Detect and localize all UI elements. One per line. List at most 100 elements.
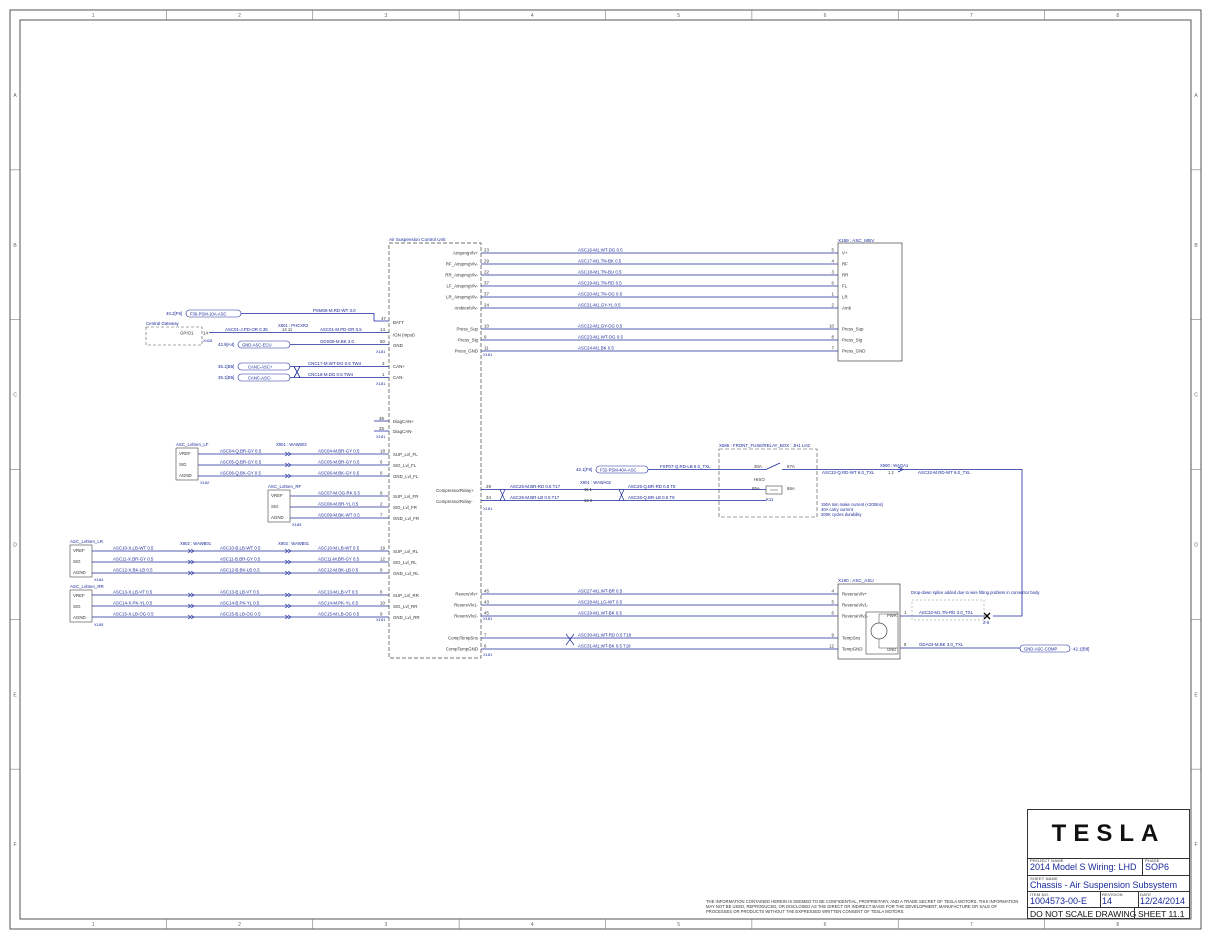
remote-pin-label: LR [842, 295, 848, 300]
can-tag1-text: CANC-ASC+ [248, 365, 273, 370]
level-sensor-conn: X182 [200, 480, 210, 485]
can-wire1: CNC17-M.WT-DG 0.5 TW4 [308, 361, 362, 366]
wire-label: ASC11-M.BR-GY 0.5 [318, 557, 360, 562]
wire-label: ASC23-M1.WT-OG 0.5 [578, 335, 623, 340]
wire-label: ASC15-M.LB-OG 0.5 [318, 612, 360, 617]
ecu-pin-label: GND_Lvl_FL [393, 474, 419, 479]
ecu-pin-label: GND_Lvl_RR [393, 615, 420, 620]
remote-pin-number: 10 [829, 324, 834, 329]
column-label: 6 [824, 13, 827, 19]
svg-text:1 2: 1 2 [888, 470, 894, 475]
relay-coil-icon [765, 485, 783, 495]
gnd-label: GND [393, 343, 403, 348]
batt-ref: 40.2[F6] [166, 311, 182, 316]
x901-lf-conn: X901 : WAW602 [276, 442, 307, 447]
row-label: C [13, 393, 17, 399]
can-ref1: 35.1[B5] [218, 364, 234, 369]
column-label: 2 [238, 922, 241, 928]
remote-pin-number: 6 [832, 281, 835, 286]
ecu-pin-number: 2 [380, 502, 383, 507]
gnd-wire: GDS09-M.BK 3.0 [320, 339, 354, 344]
svg-text:X181: X181 [376, 434, 386, 439]
level-sensor-pin: SIG [179, 462, 187, 467]
ecu-pin-number: 9 [380, 491, 383, 496]
row-label: E [1194, 692, 1198, 698]
remote-pin-label: Press_GND [842, 349, 865, 354]
do-not-scale: DO NOT SCALE DRAWING [1030, 909, 1137, 919]
twisted-pair-icon [565, 633, 575, 646]
ecu-pin-number: 7 [484, 633, 487, 638]
ecu-pin-number: 19 [380, 546, 385, 551]
level-sensor-name: ASC_LvlSen_RR [70, 584, 104, 589]
diag-label2: DiagCAN- [393, 429, 413, 434]
can-section: 35.1[B5] CANC-ASC+ 35.1[B5] CANC-ASC- CN… [218, 361, 405, 386]
batt-tag-text: F36-PSM-10A-ASC [190, 312, 227, 317]
inline-connector-icon [187, 548, 195, 554]
wire-label: ASC10-X.LB-WT 0.5 [113, 546, 154, 551]
ecu-pin-number: 10 [484, 324, 489, 329]
column-label: 6 [824, 922, 827, 928]
level-sensor-pin: AGND [73, 570, 86, 575]
level-sensor-conn: X183 [292, 522, 302, 527]
remote-pin-label: RF [842, 262, 848, 267]
relay-name: K11 [766, 497, 774, 502]
wire-label: ASC21-M1.GY-YL 0.5 [578, 303, 621, 308]
diag-section: 36 25 DiagCAN+ DiagCAN- X181 [374, 416, 414, 439]
remote-pin-label: ReverseVlv2- [842, 614, 869, 619]
inline-connector-icon [897, 466, 904, 473]
svg-text:1: 1 [382, 372, 385, 377]
wire-label: ASC13-M.LB-VT 0.5 [318, 590, 358, 595]
ecu-pin-label: GND_Lvl_FR [393, 516, 419, 521]
svg-text:30A: 30A [754, 464, 762, 469]
inline-connector-icon [284, 548, 292, 554]
column-label: 1 [92, 922, 95, 928]
batt-label: BATT [393, 320, 404, 325]
ecu-pin-number: 45 [484, 611, 489, 616]
svg-text:85A: 85A [752, 486, 760, 491]
confidentiality-notice: THE INFORMATION CONTAINED HEREIN IS DEEM… [706, 899, 1019, 914]
wire-label: ASC07-M.OG-RK 0.5 [318, 491, 361, 496]
ecu-pin-label: SUP_Lvl_RL [393, 549, 419, 554]
ecu-pin-label: SUP_Lvl_FL [393, 452, 418, 457]
inline-connector-icon [187, 559, 195, 565]
project-name: 2014 Model S Wiring: LHD [1030, 862, 1137, 872]
remote-pin-label: FL [842, 284, 848, 289]
svg-text:34: 34 [486, 495, 491, 500]
wire-label: ASC14-X.PK-YL 0.5 [113, 601, 153, 606]
wire-label: ASC14-B.PK-YL 0.5 [220, 601, 260, 606]
column-label: 3 [385, 13, 388, 19]
ecu-pin-number: 29 [484, 259, 489, 264]
wake-wire2: ASC01-M.PD-OR 0.5 [320, 327, 362, 332]
level-sensor-conn: X185 [94, 622, 104, 627]
level-sensor-box [69, 544, 93, 578]
inline-connector-icon [284, 592, 292, 598]
wire-label: ASC05-Q.BR-GY 0.5 [220, 460, 262, 465]
batt-pin: 47 [381, 316, 386, 321]
control-unit-title: Air Suspension Control Unit [389, 237, 446, 242]
level-sensor-pin: VREF [73, 548, 85, 553]
remote-pin-number: 5 [832, 600, 835, 605]
splice-icon [983, 612, 991, 620]
cr-label2: CompressorRelay- [436, 499, 473, 504]
level-sensor-pin: AGND [271, 515, 284, 520]
svg-text:87A: 87A [787, 464, 795, 469]
ecu-pin-number: 12 [380, 557, 385, 562]
ecu-pin-label: SIG_Lvl_RL [393, 560, 417, 565]
phase: SOP6 [1145, 862, 1170, 872]
svg-text:25: 25 [379, 426, 384, 431]
control-unit-box [388, 242, 482, 659]
wire-label: ASC24-M1.BK 0.5 [578, 346, 614, 351]
ecu-pin-label: RF_AirsprngVlv- [446, 262, 479, 267]
gateway-label: Central Gateway [146, 321, 180, 326]
diag-label1: DiagCAN+ [393, 419, 414, 424]
x902-lr-conn: X902 : WAWB01 [180, 541, 212, 546]
remote-pin-number: 1 [832, 292, 835, 297]
wire-label: ASC28-M1.LG-WT 0.5 [578, 600, 623, 605]
ecu-pin-number: 6 [380, 471, 383, 476]
